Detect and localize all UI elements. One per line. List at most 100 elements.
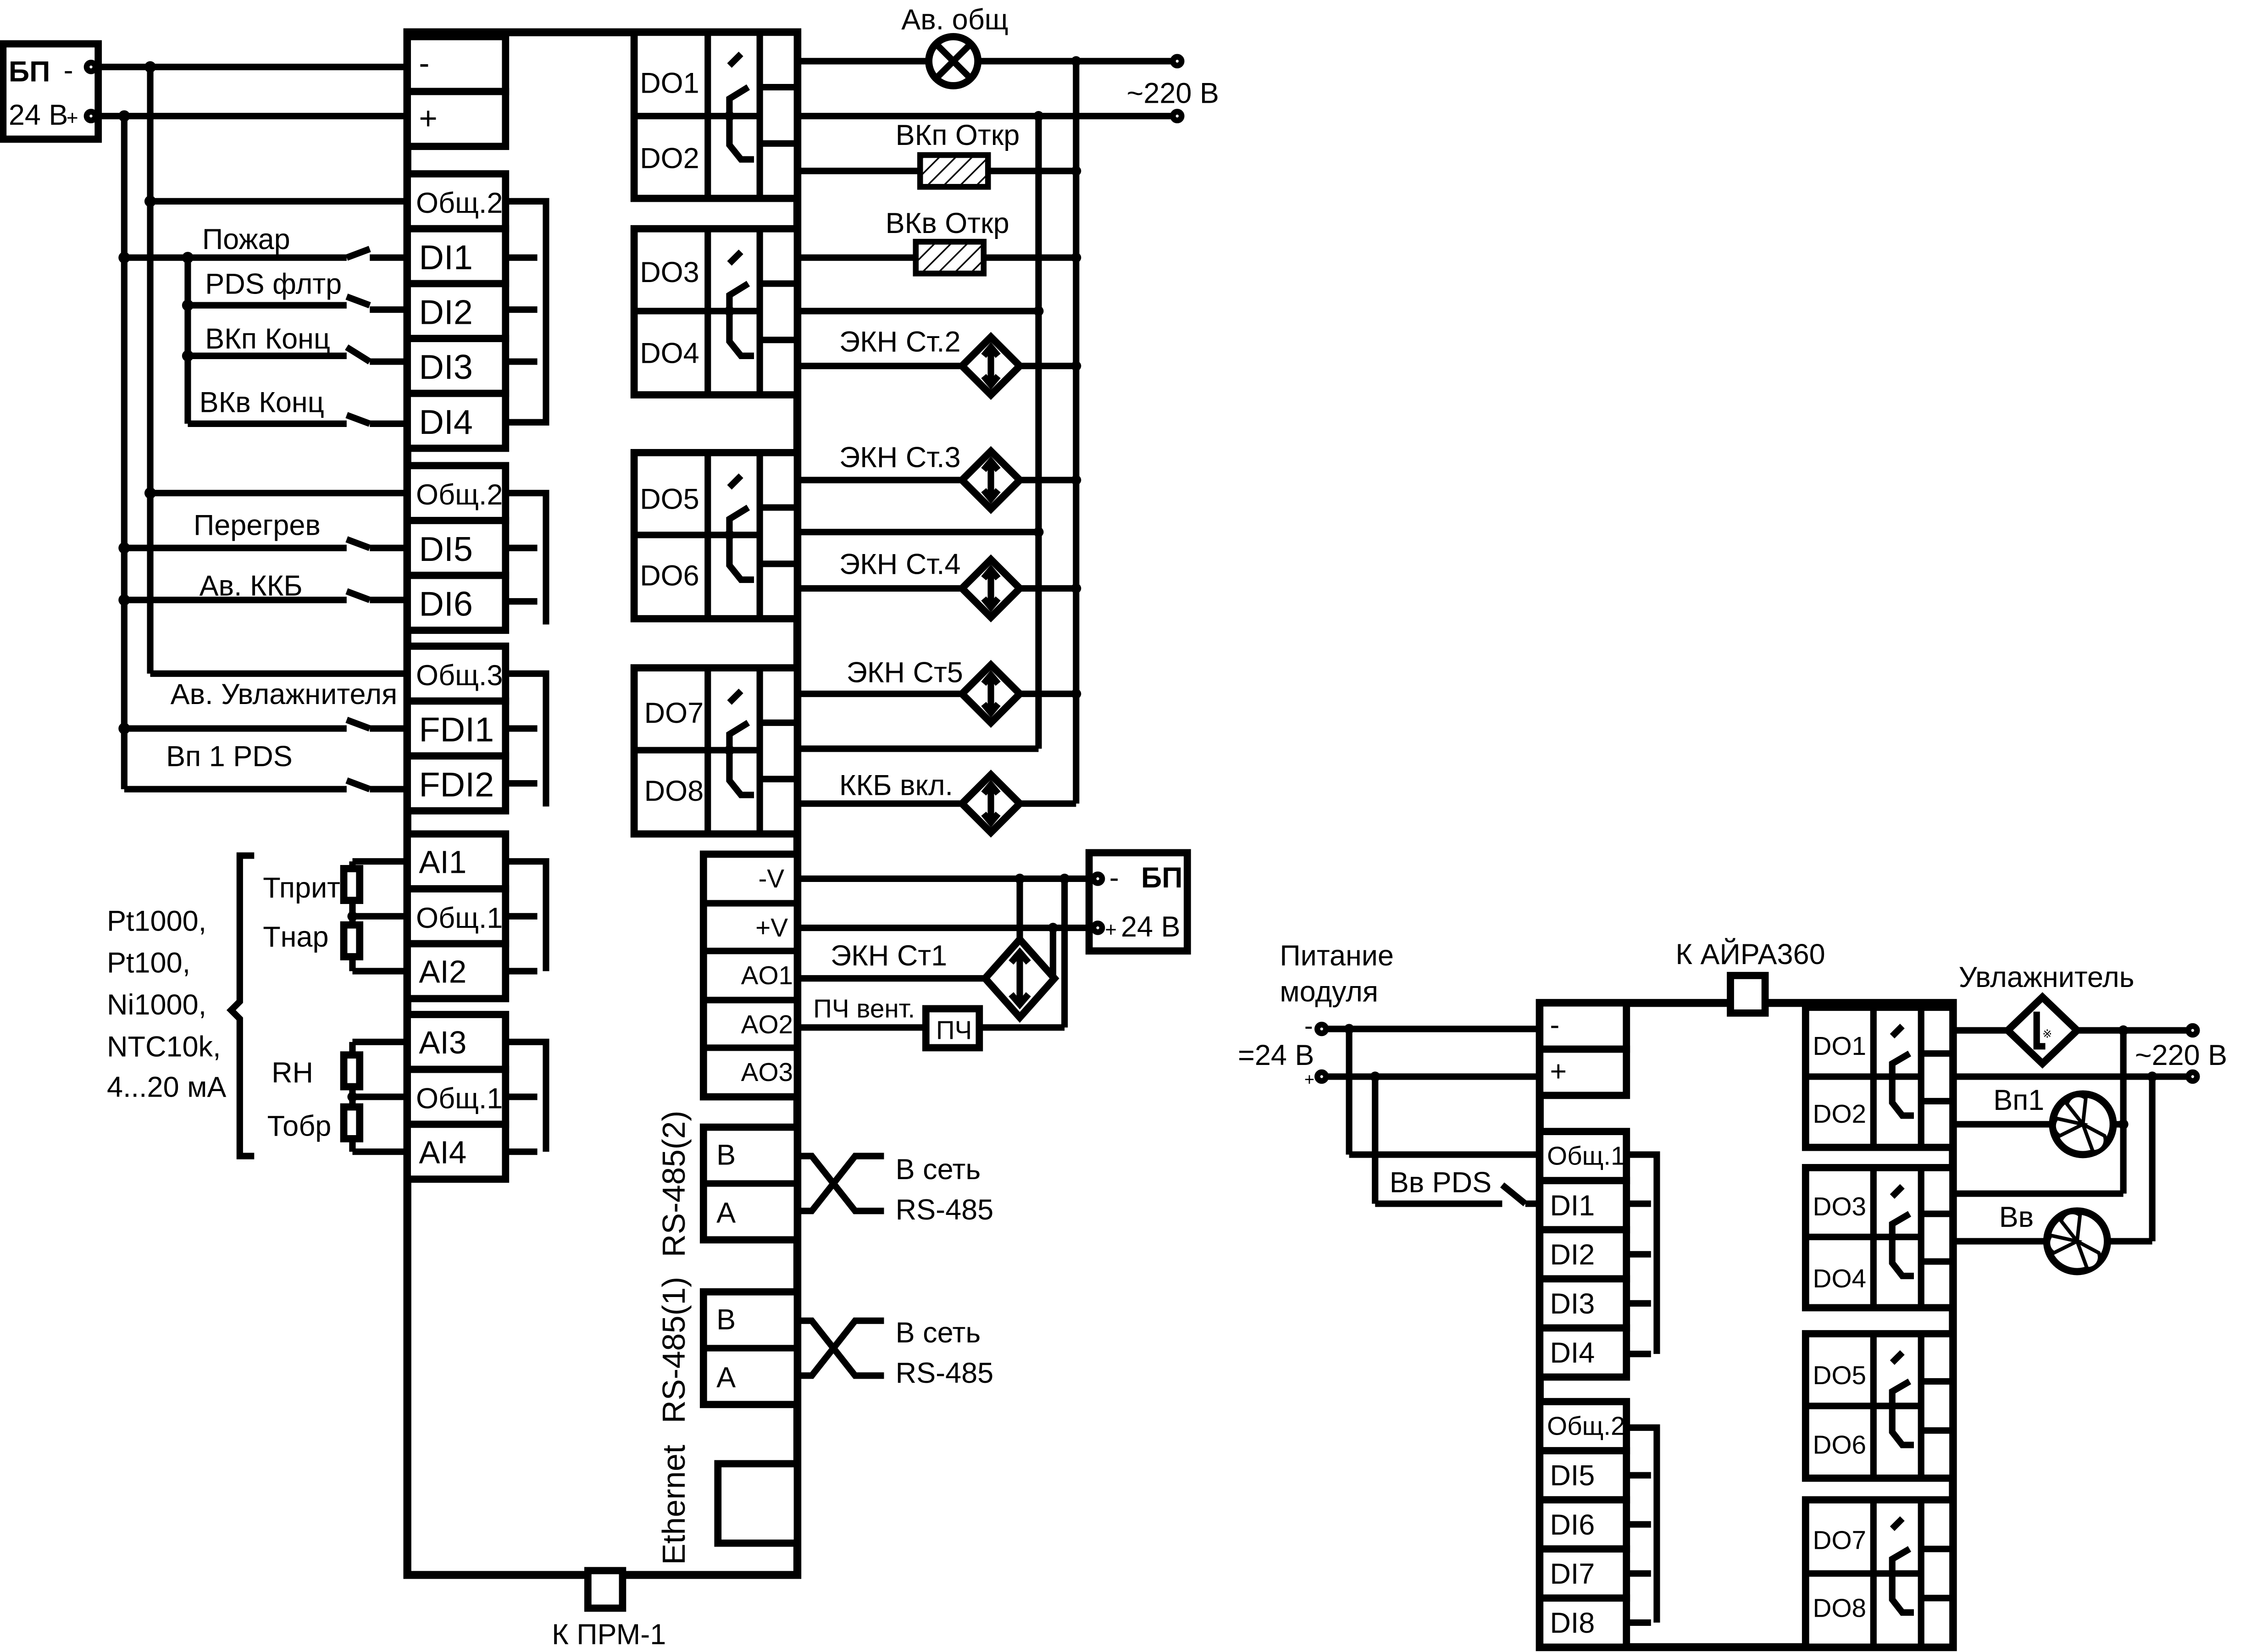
di-g2-in2: DI6 [419,585,473,624]
power-supply-left: БП - 24 В + [0,40,102,143]
di-g1-common: Общ.2 [416,187,503,219]
do-1: DO1 [640,67,699,100]
psu-right-plus: + [1105,919,1117,941]
psu-right-minus: - [1109,862,1119,894]
do-5: DO5 [640,483,699,516]
m2-supply-line1: Питание [1280,940,1394,972]
m2-do6: DO6 [1813,1430,1867,1459]
m2-do-group-1: DO1 DO2 [1802,1003,1957,1151]
load-ekn-st4: ЭКН Ст.4 [839,548,961,580]
left-bus-wires [95,61,408,793]
m2-di4: DI4 [1550,1337,1595,1369]
m2-do-group-3: DO5 DO6 [1802,1330,1957,1482]
second-module-loads: Увлажнитель ※ ~220 В Вп1 Вв [1953,961,2227,1275]
ao-minus-v: -V [758,865,784,893]
main-module: К ПРМ-1 - + Общ.2 DI1 DI2 DI3 DI4 Общ.2 … [403,28,802,1651]
load-vp1: Вп1 [1993,1084,2044,1116]
m2-di-group-1: Общ.1 DI1 DI2 DI3 DI4 [1536,1128,1660,1381]
signal-peregrev: Перегрев [194,509,321,541]
m2-di6: DI6 [1550,1509,1595,1541]
psu-left-plus: + [67,107,78,129]
sensor-type-5: 4...20 мА [107,1071,226,1103]
network-2-line1: В сеть [896,1317,981,1349]
network-links: В сеть RS-485 В сеть RS-485 [797,1153,993,1389]
pch-box-label: ПЧ [936,1016,972,1045]
ao-block: -V +V AO1 AO2 AO3 [699,850,801,1101]
rs485-2-port[interactable]: B A RS-485(2) [656,1111,801,1258]
psu-left-label: БП [9,55,50,88]
load-kkb-vkl: ККБ вкл. [839,769,953,801]
ethernet-port[interactable]: Ethernet [656,1445,801,1565]
ao-1: AO1 [741,961,793,990]
prm1-connector [584,1567,626,1612]
signal-pds-filter: PDS флтр [205,268,342,300]
rs485-1-port[interactable]: B A RS-485(1) [656,1277,801,1424]
do-4: DO4 [640,338,699,370]
rs485-2-a: A [716,1197,736,1229]
rs485-2-label: RS-485(2) [656,1111,692,1258]
ao-loads: ЭКН Ст1 ПЧ ПЧ вент. - БП + 24 В [797,849,1191,1052]
aira360-connector [1727,972,1769,1017]
load-ekn-st2: ЭКН Ст.2 [839,326,961,358]
di-group-3: Общ.3 FDI1 FDI2 [404,643,549,815]
load-humidifier: Увлажнитель [1959,961,2134,993]
sensors: Тприт Тнар RH Тобр Pt1000, Pt100, Ni1000… [107,852,408,1159]
ai-g2-common: Общ.1 [416,1083,503,1115]
psu-left-voltage: 24 В [9,99,68,131]
second-module-supply: Питание модуля =24 В - + Вв PDS [1238,940,1540,1207]
main-power-plus: + [419,100,437,136]
sensor-tnar: Тнар [263,921,328,953]
ai-group-2: AI3 Общ.1 AI4 [404,1011,549,1183]
ai-g1-in1: AI1 [419,844,466,880]
m2-do4: DO4 [1813,1264,1867,1293]
m2-power-plus: + [1550,1055,1567,1087]
rs485-2-b: B [716,1139,736,1171]
m2-di2: DI2 [1550,1239,1595,1271]
di-g3-in2: FDI2 [419,765,494,804]
m2-di-g1-common: Общ.1 [1547,1142,1625,1171]
m2-supply-line2: модуля [1280,976,1378,1008]
m2-di1: DI1 [1550,1190,1595,1222]
ai-g1-in2: AI2 [419,954,466,990]
ai-g2-in2: AI4 [419,1134,466,1170]
psu-right-label: БП [1141,862,1183,894]
ai-g1-common: Общ.1 [416,902,503,934]
di-g1-in4: DI4 [419,403,473,442]
sensor-type-4: NTC10k, [107,1031,221,1063]
do-group-3: DO5 DO6 [630,449,801,622]
do-group-4: DO7 DO8 [630,664,801,838]
di-g1-in1: DI1 [419,238,473,277]
psu-right-voltage: 24 В [1121,911,1181,943]
rs485-1-label: RS-485(1) [656,1277,692,1424]
do-8: DO8 [644,775,704,807]
do-7: DO7 [644,697,704,729]
humidifier-symbol: ※ [2042,1027,2052,1040]
di-g2-in1: DI5 [419,530,473,569]
sensor-tprit: Тприт [263,872,340,904]
ao-3: AO3 [741,1058,793,1087]
ethernet-label: Ethernet [656,1445,692,1565]
network-2-line2: RS-485 [896,1357,994,1389]
sensor-type-2: Pt100, [107,947,190,979]
m2-mains-220: ~220 В [2135,1039,2227,1071]
ao-2: AO2 [741,1010,793,1039]
sensor-type-1: Pt1000, [107,905,206,937]
m2-pds-label: Вв PDS [1390,1166,1491,1198]
psu-left-minus: - [64,54,73,86]
m2-di-group-2: Общ.2 DI5 DI6 DI7 DI8 [1536,1398,1660,1651]
load-vkv-otkr: ВКв Откр [886,207,1009,239]
signal-av-kkb: Ав. ККБ [200,570,303,602]
m2-di7: DI7 [1550,1558,1595,1590]
main-power-minus: - [419,45,429,81]
load-vv: Вв [1999,1201,2034,1233]
di-g2-common: Общ.2 [416,479,503,511]
di-g1-in3: DI3 [419,348,473,387]
m2-do5: DO5 [1813,1361,1867,1390]
ai-g2-in1: AI3 [419,1025,466,1060]
load-vkp-otkr: ВКп Откр [896,119,1020,151]
di-signal-labels: Пожар PDS флтр ВКп Конц ВКв Конц Перегре… [166,223,397,772]
m2-do-group-2: DO3 DO4 [1802,1164,1957,1312]
do-2: DO2 [640,142,699,174]
m2-do-group-4: DO7 DO8 [1802,1496,1957,1651]
